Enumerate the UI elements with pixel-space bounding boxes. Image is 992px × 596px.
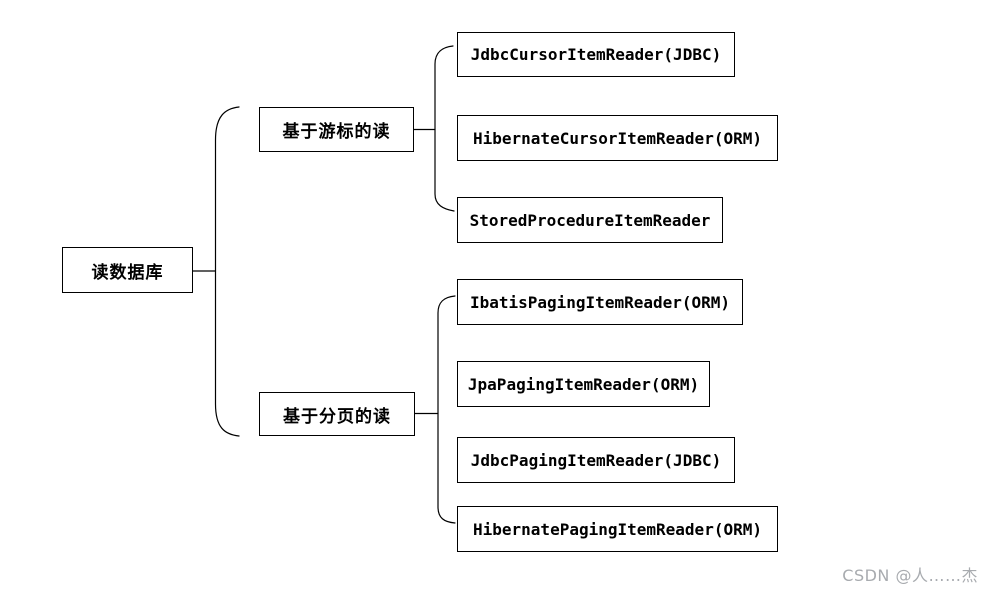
node-paging-read: 基于分页的读	[259, 392, 415, 436]
node-hibernate-paging-item-reader: HibernatePagingItemReader(ORM)	[457, 506, 778, 552]
node-ibatis-paging-item-reader: IbatisPagingItemReader(ORM)	[457, 279, 743, 325]
connector-paging-bracket	[437, 295, 456, 524]
node-read-database: 读数据库	[62, 247, 193, 293]
node-hibernate-cursor-item-reader: HibernateCursorItemReader(ORM)	[457, 115, 778, 161]
node-jdbc-cursor-item-reader: JdbcCursorItemReader(JDBC)	[457, 32, 735, 77]
watermark: CSDN @人……杰	[842, 566, 978, 585]
node-stored-procedure-item-reader: StoredProcedureItemReader	[457, 197, 723, 243]
connector-level1-bracket	[214, 106, 240, 437]
node-jdbc-paging-item-reader: JdbcPagingItemReader(JDBC)	[457, 437, 735, 483]
node-jpa-paging-item-reader: JpaPagingItemReader(ORM)	[457, 361, 710, 407]
node-cursor-read: 基于游标的读	[259, 107, 414, 152]
connector-cursor-bracket	[434, 45, 455, 212]
